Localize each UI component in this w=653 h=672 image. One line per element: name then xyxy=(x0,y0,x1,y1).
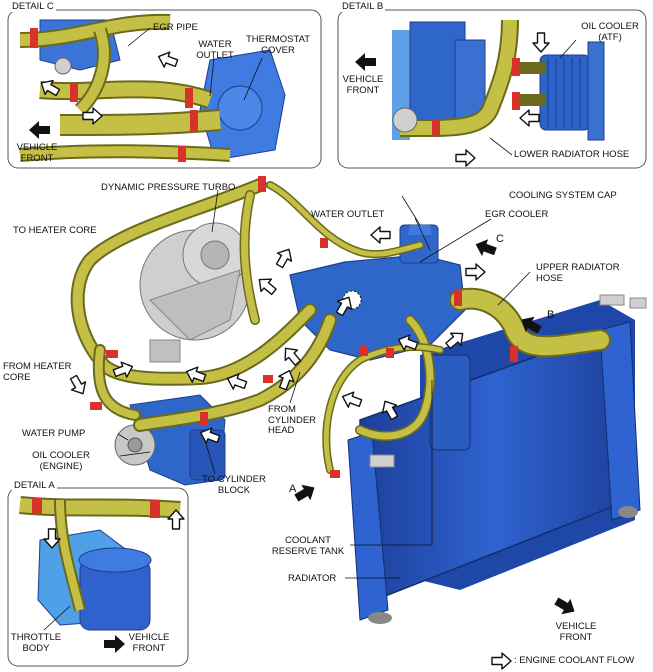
coolant-reserve-tank xyxy=(429,354,471,451)
marker-b: B xyxy=(547,309,555,321)
marker-c: C xyxy=(496,233,504,245)
legend-text: : ENGINE COOLANT FLOW xyxy=(514,655,635,666)
radiator-label: RADIATOR xyxy=(288,573,337,584)
egr-cooler-label: EGR COOLER xyxy=(485,209,549,220)
detail-a-title: DETAIL A xyxy=(12,480,57,491)
marker-a: A xyxy=(289,483,297,495)
oil-cooler-engine-label: OIL COOLER(ENGINE) xyxy=(32,450,90,472)
lower-radiator-hose-label: LOWER RADIATOR HOSE xyxy=(514,149,630,160)
leader-lines xyxy=(117,189,531,579)
detail-b-title: DETAIL B xyxy=(340,1,386,12)
oil-cooler-atf-label: OIL COOLER(ATF) xyxy=(581,21,639,43)
coolant-hoses xyxy=(70,178,611,474)
detail-c-title: DETAIL C xyxy=(10,1,56,12)
dynamic-pressure-turbo-label: DYNAMIC PRESSURE TURBO xyxy=(101,182,236,193)
detail-c-drawing xyxy=(19,13,286,162)
main-assembly xyxy=(65,176,647,624)
detail-a-drawing xyxy=(19,496,185,653)
cooling-system-cap-label: COOLING SYSTEM CAP xyxy=(509,190,617,201)
egr-pipe-label: EGR PIPE xyxy=(153,22,198,33)
detail-b-drawing xyxy=(355,19,605,167)
hollow-arrow-icon xyxy=(491,652,512,670)
to-heater-core-label: TO HEATER CORE xyxy=(13,225,97,236)
dynamic-pressure-turbo xyxy=(139,222,251,363)
water-outlet-label: WATER OUTLET xyxy=(311,209,385,220)
water-pump-label: WATER PUMP xyxy=(22,428,86,439)
